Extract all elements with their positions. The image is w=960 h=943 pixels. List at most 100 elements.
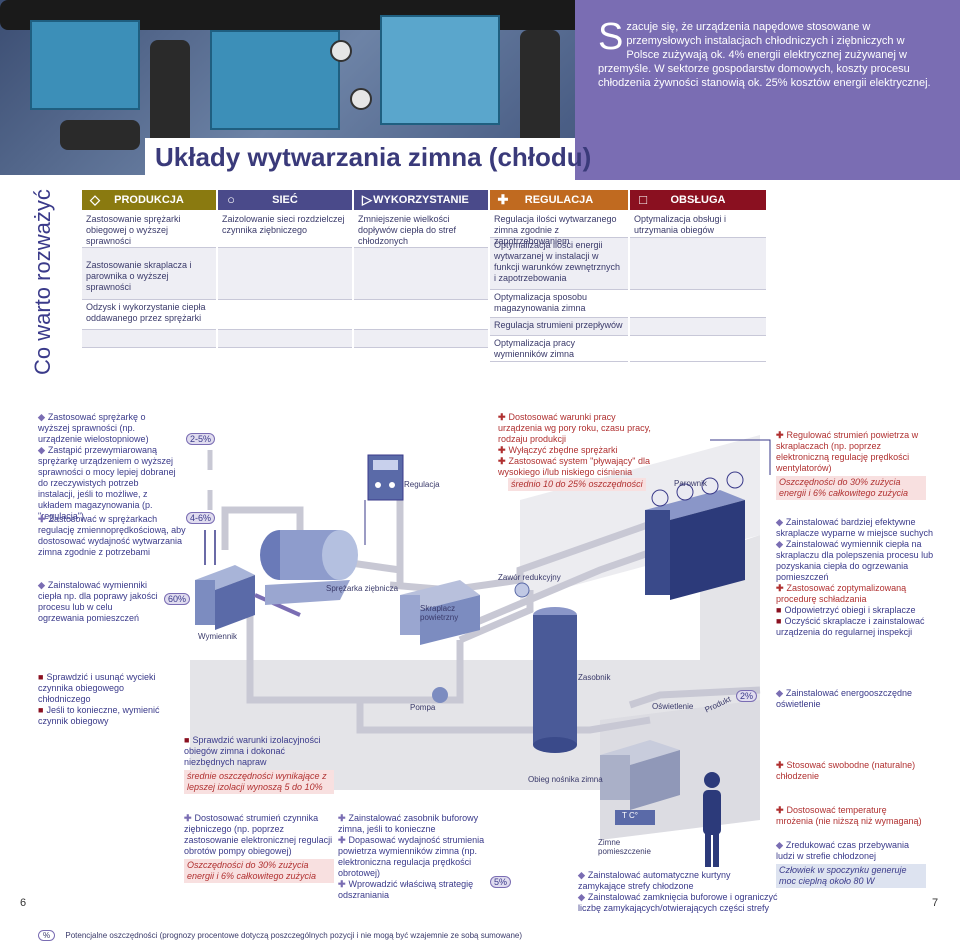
plus-bullet-icon: ✚: [338, 813, 346, 823]
note-text: Wyłączyć zbędne sprężarki: [508, 445, 618, 455]
label-obieg: Obieg nośnika zimna: [528, 775, 603, 784]
note-lighting: ◆Zainstalować energooszczędne oświetleni…: [776, 688, 926, 710]
plus-bullet-icon: ✚: [38, 514, 46, 524]
table-cell: [218, 248, 352, 300]
label-skraplacz: Skraplacz powietrzny: [420, 604, 459, 622]
diamond-bullet-icon: ◆: [578, 870, 585, 880]
regulator-display: [373, 460, 398, 470]
plus-bullet-icon: ✚: [338, 835, 346, 845]
header-regulacja: ✚ REGULACJA: [490, 190, 628, 210]
percent-legend-badge: %: [38, 930, 56, 941]
evaporator-shape: [645, 510, 670, 595]
regulator-knob: [375, 482, 381, 488]
circle-icon: ○: [227, 192, 235, 207]
plus-bullet-icon: ✚: [184, 813, 192, 823]
intro-dropcap: S: [598, 16, 624, 58]
unit-side: [630, 750, 680, 810]
gauge-icon: [350, 88, 372, 110]
note-text: Zainstalować wymienniki ciepła np. dla p…: [38, 580, 158, 623]
label-regulacja: Regulacja: [404, 480, 440, 489]
percent-badge: 60%: [164, 593, 191, 605]
legend-text: Potencjalne oszczędności (prognozy proce…: [65, 931, 523, 940]
table-cell: [354, 300, 488, 330]
diamond-bullet-icon: ◆: [38, 445, 45, 455]
note-text: Zastosować sprężarkę o wyższej sprawnośc…: [38, 412, 149, 444]
plus-bullet-icon: ✚: [776, 805, 784, 815]
note-highlight: średnie oszczędności wynikające z lepsze…: [184, 770, 334, 794]
square-bullet-icon: ■: [184, 735, 190, 745]
signal-line: [710, 439, 771, 475]
note-people: ◆Zredukować czas przebywania ludzi w str…: [776, 840, 926, 888]
square-bullet-icon: ■: [776, 605, 782, 615]
note-text: Sprawdzić i usunąć wycieki czynnika obie…: [38, 672, 156, 704]
table-cell: Odzysk i wykorzystanie ciepła oddawanego…: [82, 300, 216, 330]
note-text: Dostosować strumień czynnika ziębniczego…: [184, 813, 333, 856]
note-text: Zastąpić przewymiarowaną sprężarkę urząd…: [38, 445, 176, 521]
compressor-base: [265, 580, 350, 605]
cross-icon: ✚: [497, 192, 509, 207]
plus-bullet-icon: ✚: [776, 430, 784, 440]
side-label: Co warto rozważyć: [30, 189, 55, 375]
note-text: Zastosować system "pływający" dla wysoki…: [498, 456, 650, 477]
note-text: Sprawdzić warunki izolacyjności obiegów …: [184, 735, 321, 767]
label-zawor: Zawór redukcyjny: [498, 573, 561, 582]
plus-bullet-icon: ✚: [498, 456, 506, 466]
note-exchangers: ◆Zainstalować wymienniki ciepła np. dla …: [38, 580, 158, 624]
header-wykorzystanie: ▷ WYKORZYSTANIE: [354, 190, 488, 210]
percent-badge: 2-5%: [186, 433, 216, 445]
valve-icon: [514, 582, 530, 598]
table-cell: [82, 330, 216, 348]
plus-bullet-icon: ✚: [776, 760, 784, 770]
pipe-line: [246, 610, 464, 704]
note-regulation: ✚Zastosować w sprężarkach regulację zmie…: [38, 514, 188, 558]
note-operating: ✚Dostosować warunki pracy urządzenia wg …: [498, 412, 658, 491]
diamond-icon: ◇: [90, 192, 100, 207]
thermometer-panel: [615, 810, 655, 825]
table-cell: Optymalizacja pracy wymienników zimna: [490, 336, 628, 362]
label-oswietlenie: Oświetlenie: [652, 702, 694, 711]
lighting-bar: [628, 686, 761, 709]
note-text: Stosować swobodne (naturalne) chłodzenie: [776, 760, 916, 781]
table-cell: Optymalizacja ilości energii wytwarzanej…: [490, 238, 628, 290]
note-text: Wprowadzić właściwą strategię odszranian…: [338, 879, 474, 900]
tank-shape: [533, 615, 577, 745]
plus-bullet-icon: ✚: [498, 412, 506, 422]
note-text: Dostosować warunki pracy urządzenia wg p…: [498, 412, 651, 444]
label-sprezarka: Sprężarka ziębnicza: [326, 584, 399, 593]
square-icon: □: [639, 192, 647, 207]
unit-shape: [600, 755, 630, 800]
header-label: SIEĆ: [272, 194, 298, 206]
note-compressor: ◆Zastosować sprężarkę o wyższej sprawnoś…: [38, 412, 178, 522]
condenser-shape: [400, 595, 420, 635]
diamond-bullet-icon: ◆: [776, 840, 783, 850]
header-label: PRODUKCJA: [114, 194, 184, 206]
page-number-right: 7: [932, 897, 939, 909]
percent-badge: 2%: [736, 690, 758, 702]
diamond-bullet-icon: ◆: [776, 539, 783, 549]
note-insulation: ■Sprawdzić warunki izolacyjności obiegów…: [184, 735, 334, 794]
note-highlight: Oszczędności do 30% zużycia energii i 6%…: [776, 476, 926, 500]
square-bullet-icon: ■: [38, 672, 44, 682]
note-highlight: średnio 10 do 25% oszczędności: [508, 478, 646, 491]
label-wymiennik: Wymiennik: [198, 632, 238, 641]
percent-badge: 5%: [490, 876, 512, 888]
person-icon: [703, 772, 721, 867]
column-siec: Zaizolowanie sieci rozdzielczej czynnika…: [218, 212, 352, 348]
page-number-left: 6: [20, 897, 27, 909]
note-freecooling: ✚Stosować swobodne (naturalne) chłodzeni…: [776, 760, 926, 782]
wall-shape: [520, 435, 760, 600]
table-cell: Regulacja strumieni przepływów: [490, 318, 628, 336]
column-wykorzystanie: Zmniejszenie wielkości dopływów ciepła d…: [354, 212, 488, 348]
note-text: Dostosować temperaturę mrożenia (nie niż…: [776, 805, 922, 826]
table-cell: [218, 300, 352, 330]
legend: % Potencjalne oszczędności (prognozy pro…: [38, 930, 522, 941]
square-bullet-icon: ■: [38, 705, 44, 715]
note-storage: ✚Zainstalować zasobnik buforowy zimna, j…: [338, 813, 488, 901]
compressor-end: [322, 530, 358, 580]
table-cell: [630, 290, 766, 318]
table-cell: Zastosowanie skraplacza i parownika o wy…: [82, 248, 216, 300]
table-cell: Zastosowanie sprężarki obiegowej o wyższ…: [82, 212, 216, 248]
plus-bullet-icon: ✚: [498, 445, 506, 455]
label-zimne: Zimne pomieszczenie: [598, 838, 651, 856]
pump-icon: [432, 687, 448, 703]
